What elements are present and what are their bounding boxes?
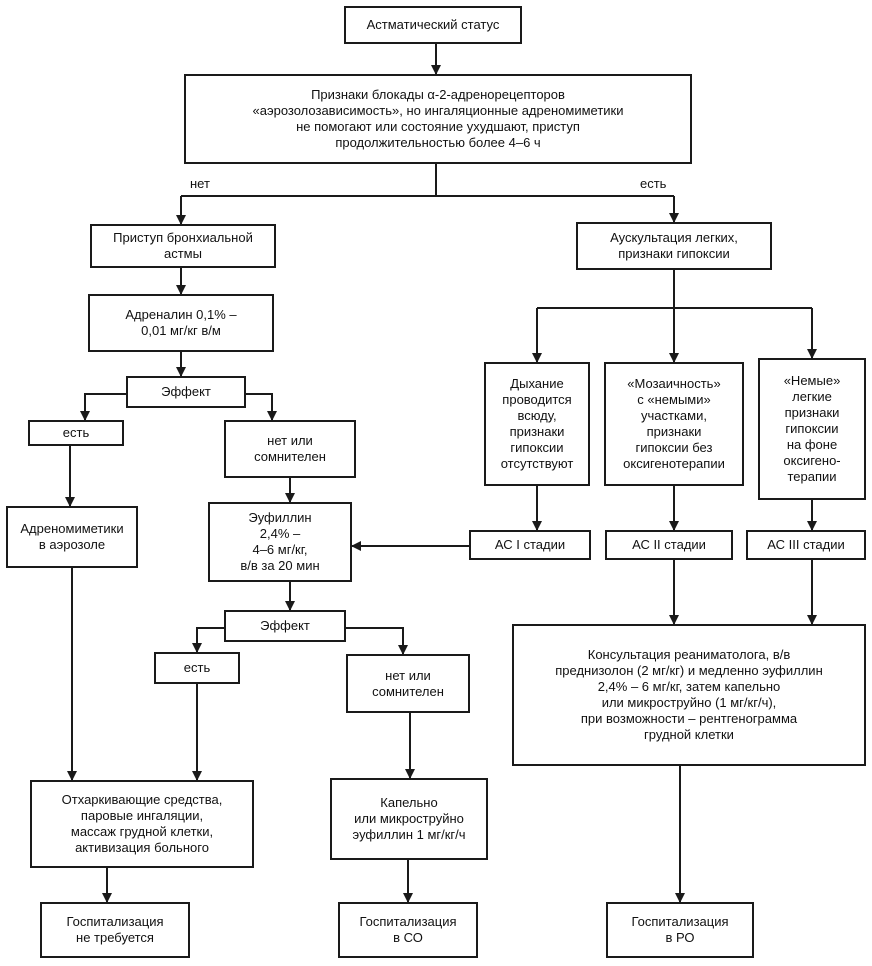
node-breathing-normal: Дыхание проводится всюду, признаки гипок… bbox=[484, 362, 590, 486]
node-yes-1: есть bbox=[28, 420, 124, 446]
node-resuscitator-consult: Консультация реаниматолога, в/в преднизо… bbox=[512, 624, 866, 766]
arrow-effect2-no bbox=[346, 627, 408, 655]
label-yes: есть bbox=[640, 176, 667, 191]
label-no: нет bbox=[190, 176, 210, 191]
node-effect-2: Эффект bbox=[224, 610, 346, 642]
node-as-stage-2: АС II стадии bbox=[605, 530, 733, 560]
node-asthma-attack: Приступ бронхиальной астмы bbox=[90, 224, 276, 268]
node-as-stage-3: АС III стадии bbox=[746, 530, 866, 560]
node-yes-2: есть bbox=[154, 652, 240, 684]
arrow-effect2-yes bbox=[192, 627, 224, 653]
node-hospitalization-ro: Госпитализация в РО bbox=[606, 902, 754, 958]
node-as-stage-1: АС I стадии bbox=[469, 530, 591, 560]
node-no-2: нет или сомнителен bbox=[346, 654, 470, 713]
node-silent-lungs: «Немые» легкие признаки гипоксии на фоне… bbox=[758, 358, 866, 500]
node-hospitalization-none: Госпитализация не требуется bbox=[40, 902, 190, 958]
arrow-effect1-yes bbox=[80, 393, 126, 421]
node-effect-1: Эффект bbox=[126, 376, 246, 408]
node-euphyllin: Эуфиллин 2,4% – 4–6 мг/кг, в/в за 20 мин bbox=[208, 502, 352, 582]
node-adrenomimetics: Адреномиметики в аэрозоле bbox=[6, 506, 138, 568]
node-auscultation: Аускультация легких, признаки гипоксии bbox=[576, 222, 772, 270]
node-asthmatic-status: Астматический статус bbox=[344, 6, 522, 44]
node-no-1: нет или сомнителен bbox=[224, 420, 356, 478]
node-adrenaline: Адреналин 0,1% – 0,01 мг/кг в/м bbox=[88, 294, 274, 352]
arrow-effect1-no bbox=[246, 393, 277, 421]
node-mosaic: «Мозаичность» с «немыми» участками, приз… bbox=[604, 362, 744, 486]
node-drip-euphyllin: Капельно или микроструйно эуфиллин 1 мг/… bbox=[330, 778, 488, 860]
node-expectorants: Отхаркивающие средства, паровые ингаляци… bbox=[30, 780, 254, 868]
node-criteria: Признаки блокады α-2-адренорецепторов «а… bbox=[184, 74, 692, 164]
node-hospitalization-so: Госпитализация в СО bbox=[338, 902, 478, 958]
